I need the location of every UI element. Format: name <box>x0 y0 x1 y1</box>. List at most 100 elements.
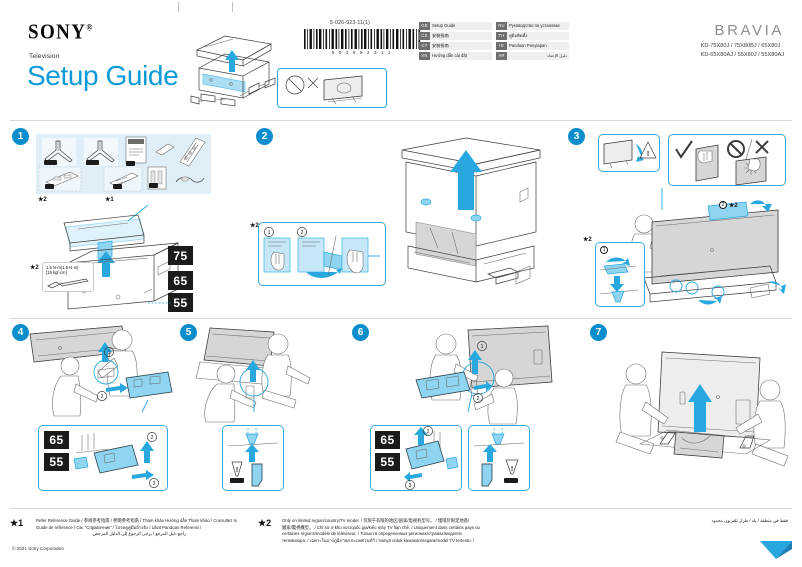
language-code: CT <box>419 41 430 50</box>
language-row: RU Руководство по установке <box>496 21 569 30</box>
language-code: ID <box>496 41 507 50</box>
barcode <box>302 29 422 49</box>
bravia-brand: BRAVIA <box>714 22 784 39</box>
step4-main-illustration: 1 2 <box>29 325 180 426</box>
language-name: 安裝指南 <box>430 31 492 40</box>
language-row: AR دليل الإعداد <box>496 51 569 60</box>
language-row: CT 安裝指南 <box>419 41 492 50</box>
step2-star2-marker: ★2 <box>250 223 259 229</box>
step6-part-illustration: 2 <box>412 368 492 408</box>
step4-size-badge-55: 55 <box>44 453 69 471</box>
svg-text:2: 2 <box>151 435 154 441</box>
svg-text:!: ! <box>647 151 649 158</box>
size-badge-75: 75 <box>168 246 193 265</box>
step6-detail-illustration-right: ! <box>472 428 526 488</box>
top-warning-panel <box>277 68 387 108</box>
copyright-notice: © 2021 Sony Corporation <box>12 546 64 551</box>
svg-text:1: 1 <box>108 350 111 356</box>
svg-text:2: 2 <box>101 394 104 400</box>
footnote-1-line-2: Guide de référence / См. "Справочник" / … <box>36 524 202 530</box>
step5-detail-illustration: ! <box>226 428 280 488</box>
language-row: CS 安裝指南 <box>419 31 492 40</box>
language-row: GB Setup Guide <box>419 21 492 30</box>
torque-line-1: 1.5 N·m{1.5 N·m} <box>46 265 79 270</box>
barcode-digits: 5 0 2 6 9 2 3 1 1 <box>331 50 393 55</box>
model-line-2: KD-65X80AJ / 55X80J / 55X80AJ <box>700 51 784 58</box>
footnote-2-line-4: телевизора. / เฉพาะในบางภูมิภาค/ประเทศ/ร… <box>282 537 475 543</box>
step1-torque-note: 1.5 N·m{1.5 N·m} [15 kgf·cm] <box>42 262 94 292</box>
step6-main-illustration: 1 <box>420 325 560 431</box>
svg-text:3: 3 <box>409 483 412 489</box>
svg-text:1: 1 <box>481 344 484 350</box>
step-badge-7: 7 <box>590 324 607 341</box>
step-badge-5: 5 <box>180 324 197 341</box>
size-badge-55: 55 <box>168 293 193 312</box>
step-badge-3: 3 <box>568 128 585 145</box>
page-title: Setup Guide <box>27 60 179 91</box>
step1-box-illustration <box>58 204 188 310</box>
svg-text:2: 2 <box>301 230 304 236</box>
language-code: CS <box>419 31 430 40</box>
size-badge-65: 65 <box>168 271 193 290</box>
footnote-1-line-3: راجع دليل المرجع / يرجى الرجوع إلى الدلي… <box>92 531 186 537</box>
category-label: Television <box>29 53 60 60</box>
row-divider <box>10 318 792 319</box>
svg-text:2: 2 <box>477 396 480 402</box>
crop-mark-top-right <box>232 2 233 12</box>
footnote-1-text: Refer Reference Guide / 参阅参考指南 / 參閱參考指南 … <box>36 518 251 538</box>
footnote-2-marker: ★2 <box>258 518 272 528</box>
language-name: Hướng dẫn cài đặt <box>430 51 492 60</box>
language-name: دليل الإعداد <box>507 51 569 60</box>
registered-mark: ® <box>86 22 93 33</box>
language-column-right: RU Руководство по установке TH คู่มือติด… <box>496 21 569 60</box>
language-name: Руководство по установке <box>507 21 569 30</box>
step6-size-badge-65: 65 <box>375 431 400 449</box>
step2-detail-illustration: 1 2 <box>262 226 382 282</box>
step6-detail-illustration-left: 2 3 <box>404 426 460 490</box>
language-row: ID Panduan Penyiapan <box>496 41 569 50</box>
step3-callout-2: 2 <box>719 201 727 209</box>
footnote-2-line-3: certaines régions/modèle de téléviseur. … <box>282 531 462 537</box>
step3-star2-marker-right: ★2 <box>729 203 738 209</box>
footer-divider <box>10 508 792 509</box>
step6-size-badge-55: 55 <box>375 453 400 471</box>
language-table: GB Setup Guide CS 安裝指南 CT 安裝指南 VN Hướng … <box>419 21 569 60</box>
svg-text:3: 3 <box>153 481 156 487</box>
svg-text:2: 2 <box>427 429 430 435</box>
footnote-2-line-2: 國家/電視機型。 / Chỉ sử ở khu vực/quốc gia/kiể… <box>282 524 480 530</box>
torque-line-2: [15 kgf·cm] <box>46 270 67 276</box>
language-name: Setup Guide <box>430 21 492 30</box>
language-row: TH คู่มือติดตั้ง <box>496 31 569 40</box>
header-divider <box>10 120 792 121</box>
step1-torque-star: ★2 <box>30 265 39 271</box>
step-badge-1: 1 <box>12 128 29 145</box>
step3-detail-illustration <box>598 254 642 304</box>
step1-star1-marker: ★1 <box>105 197 114 203</box>
sony-corner-mark <box>758 539 794 561</box>
language-code: GB <box>419 21 430 30</box>
step-badge-4: 4 <box>12 324 29 341</box>
language-column-left: GB Setup Guide CS 安裝指南 CT 安裝指南 VN Hướng … <box>419 21 492 60</box>
step-badge-2: 2 <box>256 128 273 145</box>
part-number: 5-026-923-11(1) <box>330 20 371 26</box>
language-code: VN <box>419 51 430 60</box>
step1-accessories <box>36 134 211 194</box>
step5-main-illustration <box>195 326 336 426</box>
svg-text:!: ! <box>511 466 513 473</box>
step7-main-illustration <box>615 340 802 485</box>
step1-star2-marker: ★2 <box>38 197 47 203</box>
step1-badge-leader <box>148 302 170 304</box>
footnote-2-text: Only on limited region/country/TV model.… <box>282 518 530 545</box>
language-name: คู่มือติดตั้ง <box>507 31 569 40</box>
sony-logo: SONY® <box>28 20 93 45</box>
language-name: 安裝指南 <box>430 41 492 50</box>
step2-carton-illustration <box>380 136 555 306</box>
svg-text:!: ! <box>236 467 238 474</box>
footnote-1-line-1: Refer Reference Guide / 参阅参考指南 / 參閱參考指南 … <box>36 518 237 523</box>
model-line-1: KD-75X80J / 75X80BJ / 65X80J <box>700 43 781 49</box>
language-row: VN Hướng dẫn cài đặt <box>419 51 492 60</box>
step3-warning-illustration: ! <box>602 138 658 170</box>
step4-detail-illustration: 2 3 <box>73 429 164 488</box>
step3-callout-1: 1 <box>600 246 608 254</box>
